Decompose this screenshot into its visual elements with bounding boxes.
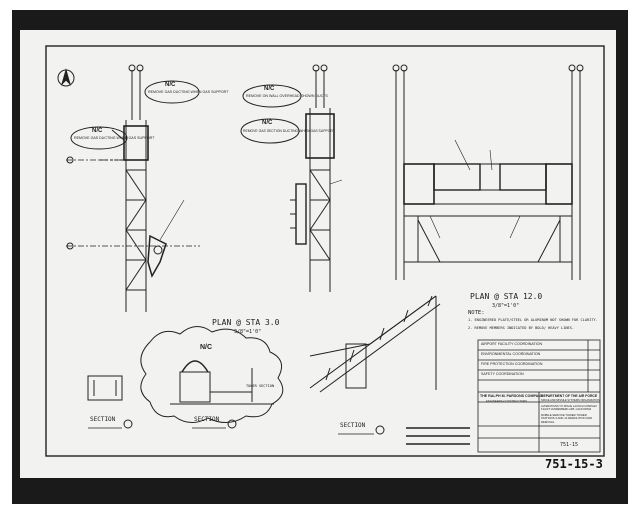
revision-3: FIRE PROTECTION COORDINATION bbox=[481, 362, 543, 366]
plan-right-scale: 3/8"=1'0" bbox=[492, 303, 520, 309]
plan-left-title: PLAN @ STA 3.0 bbox=[212, 318, 280, 327]
revision-4: SAFETY COORDINATION bbox=[481, 372, 524, 376]
section-label-c: SECTION bbox=[340, 422, 366, 429]
callout-3-head: N/C bbox=[264, 86, 275, 92]
notes-heading: NOTE: bbox=[468, 310, 485, 316]
nic-cloud bbox=[140, 326, 284, 423]
title-block bbox=[477, 339, 601, 453]
callout-4-head: N/C bbox=[262, 120, 273, 126]
callout-cloud-3 bbox=[242, 84, 302, 108]
drawing-title: MOBILE SERVICE TOWER TOWER STATIONS 3 AN… bbox=[541, 413, 593, 424]
drawing-number: 751-15 bbox=[560, 442, 579, 448]
callout-cloud-2 bbox=[144, 80, 200, 104]
department-name: DEPARTMENT OF THE AIR FORCE bbox=[541, 394, 598, 398]
sheet-number: 751-15-3 bbox=[545, 457, 603, 471]
left-tower-elevation bbox=[66, 64, 200, 312]
callout-2-head: N/C bbox=[165, 82, 176, 88]
company-subtitle: ENGINEERS-CONSTRUCTORS bbox=[486, 399, 527, 403]
middle-tower-elevation bbox=[290, 64, 335, 292]
revision-2: ENVIRONMENTAL COORDINATION bbox=[481, 352, 541, 356]
note-1: 1. ENGINEERED PLATE/STEEL OR ALUMINUM NO… bbox=[468, 318, 598, 322]
nic-label: N/C bbox=[200, 344, 213, 351]
section-label-a: SECTION bbox=[90, 416, 116, 423]
callout-1-head: N/C bbox=[92, 128, 103, 134]
right-tower-elevation bbox=[392, 64, 584, 280]
callout-cloud-4 bbox=[240, 118, 300, 144]
callout-3-body: REMOVE ON WALL OVERHEAD SHOWN DUCTS bbox=[246, 94, 328, 98]
section-label-b: SECTION bbox=[194, 416, 220, 423]
company-name: THE RALPH M. PARSONS COMPANY bbox=[480, 394, 544, 398]
department-subtitle: SPACE AND MISSILE SYSTEMS ORGANIZATION bbox=[541, 399, 600, 402]
note-2: 2. REMOVE MEMBERS INDICATED BY BOLD/ HEA… bbox=[468, 326, 575, 330]
north-arrow-pointer bbox=[60, 68, 72, 86]
callout-cloud-1 bbox=[70, 126, 128, 150]
stair-section bbox=[309, 295, 441, 393]
callout-1-body: REMOVE GAS DUCTING WHEN GAS SUPPORT bbox=[74, 136, 155, 140]
callout-4-body: REMOVE GAS SECTION DUCTING WHEN GAS SUPP… bbox=[243, 129, 335, 133]
drawing-border bbox=[45, 45, 605, 457]
project-name: ALTERATIONS TO SPACE LAUNCH COMPLEX 6 EA… bbox=[541, 405, 597, 412]
revision-1: AIRPORT FACILITY COORDINATION bbox=[481, 342, 543, 346]
plan-right-title: PLAN @ STA 12.0 bbox=[470, 292, 543, 301]
drawing-paper bbox=[20, 30, 616, 478]
plan-left-scale: 3/8"=1'0" bbox=[234, 329, 262, 335]
tower-section-label: TOWER SECTION bbox=[246, 384, 275, 388]
callout-2-body: REMOVE GAS DUCTING WHEN GAS SUPPORT bbox=[148, 90, 229, 94]
